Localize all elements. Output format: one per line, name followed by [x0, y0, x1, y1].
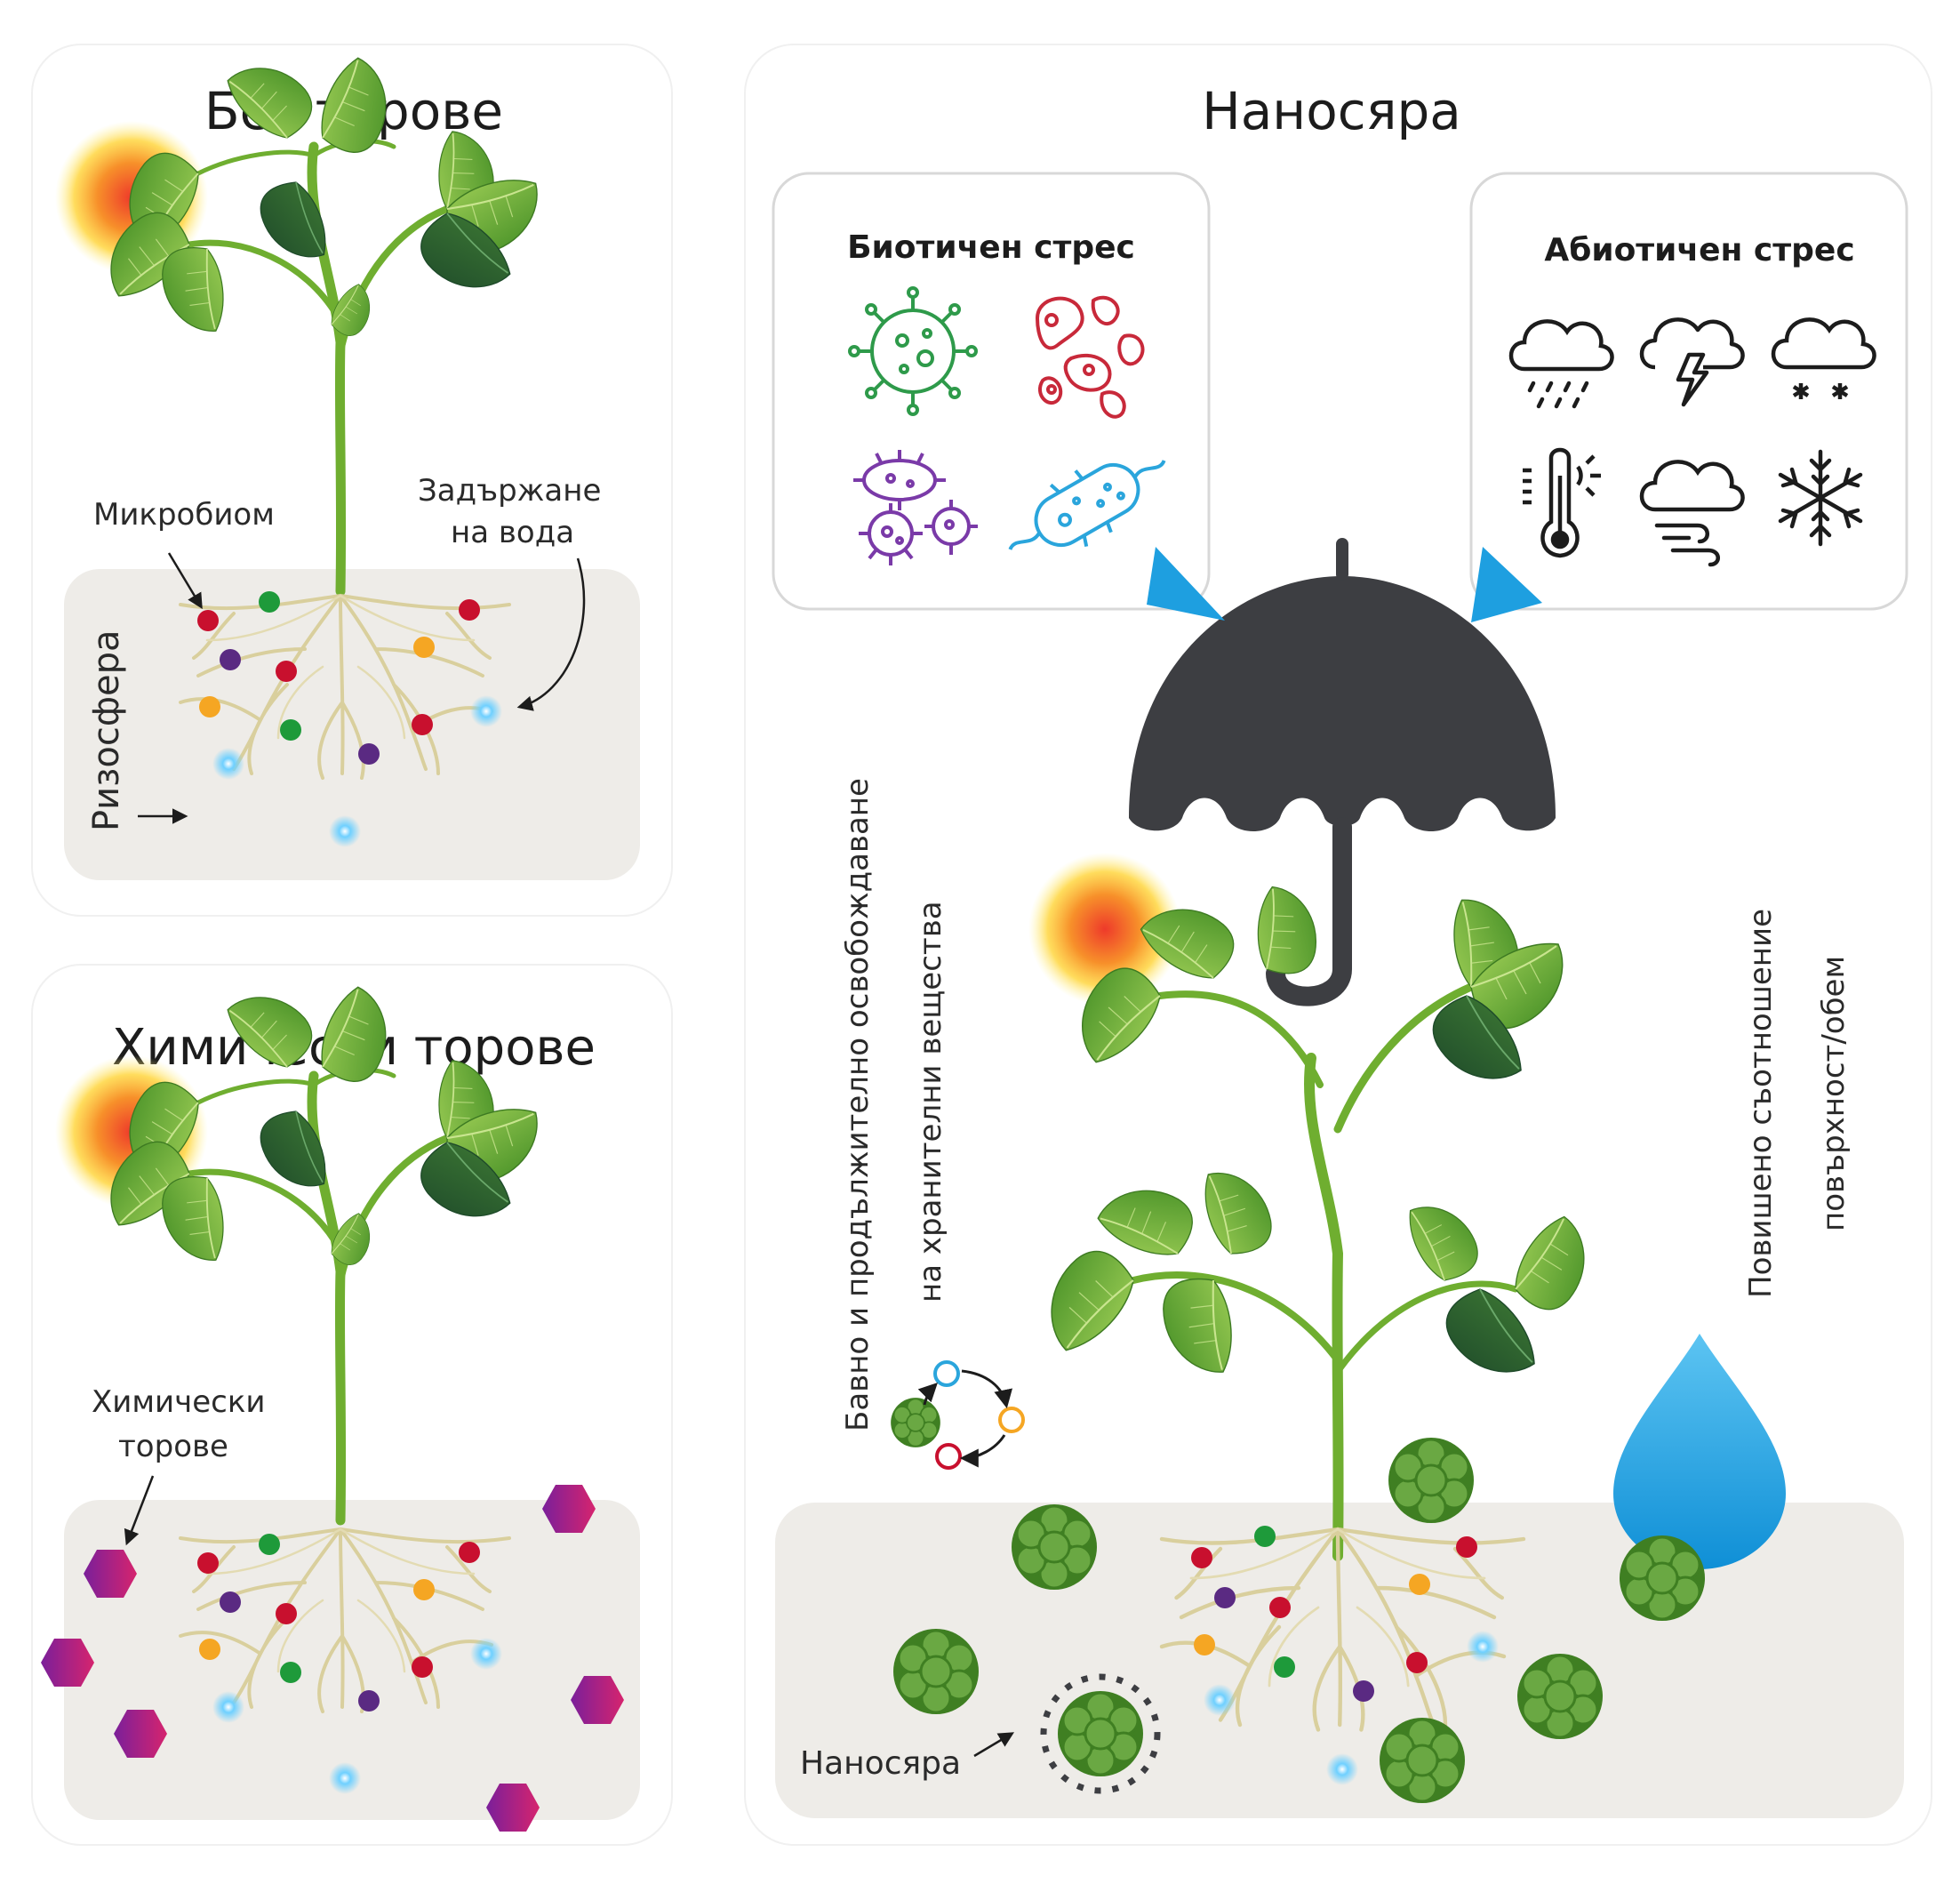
abiotic-arrow-tip: [1471, 547, 1542, 622]
biotic-stress-title: Биотичен стрес: [847, 229, 1135, 266]
microbiome-label: Микробиом: [93, 497, 275, 533]
microbiome-particles-2: [197, 1534, 502, 1794]
biotic-arrow-tip: [1147, 547, 1225, 621]
ratio-label-1: Повишено съотношение: [1743, 909, 1779, 1298]
nanosulfur-arrow: [973, 1732, 1015, 1758]
bacillus-icon: [1008, 460, 1166, 550]
rhizosphere-label: Ризосфера: [86, 629, 127, 831]
sun-icon-3: [1028, 853, 1181, 1006]
umbrella-icon: [1129, 538, 1556, 1006]
water-retention-label-2: на вода: [451, 515, 574, 550]
plant-3: [1032, 882, 1606, 1561]
rain-icon: [1508, 319, 1614, 409]
virus-icon: [848, 286, 978, 416]
chemical-fertilizer-label-2: торове: [118, 1429, 228, 1464]
water-drop-icon: [1613, 1334, 1786, 1569]
microbiome-particles-3: [1191, 1526, 1499, 1785]
nanosulfur-dotted-halo: [1040, 1673, 1161, 1794]
panel-3-title: Наносяра: [1202, 81, 1461, 141]
abiotic-stress-title: Абиотичен стрес: [1544, 232, 1854, 269]
chemical-fertilizer-arrow: [124, 1475, 155, 1546]
bacteria-cluster-icon: [1035, 295, 1145, 419]
nanosulfur-label: Наносяра: [800, 1745, 961, 1782]
nutrient-release-cycle-icon: [890, 1360, 1025, 1470]
snowflake-icon: [1778, 449, 1863, 547]
water-retention-label-1: Задържане: [418, 473, 601, 509]
water-retention-arrow: [516, 557, 586, 711]
chemical-fertilizer-label-1: Химически: [92, 1384, 265, 1420]
ratio-label-2: повърхност/обем: [1816, 956, 1852, 1231]
microbe-colony-icon: [853, 450, 978, 565]
nanosulfur-particle-drop: [1618, 1534, 1707, 1623]
wind-cloud-icon: [1639, 460, 1745, 567]
snow-cloud-icon: [1771, 317, 1876, 399]
thunderstorm-icon: [1639, 317, 1745, 407]
microbiome-particles: [197, 591, 502, 847]
release-label-1: Бавно и продължително освобождаване: [840, 778, 876, 1431]
thermometer-icon: [1523, 447, 1601, 558]
release-label-2: на хранителни вещества: [913, 901, 948, 1303]
microbiome-arrow: [167, 552, 203, 610]
